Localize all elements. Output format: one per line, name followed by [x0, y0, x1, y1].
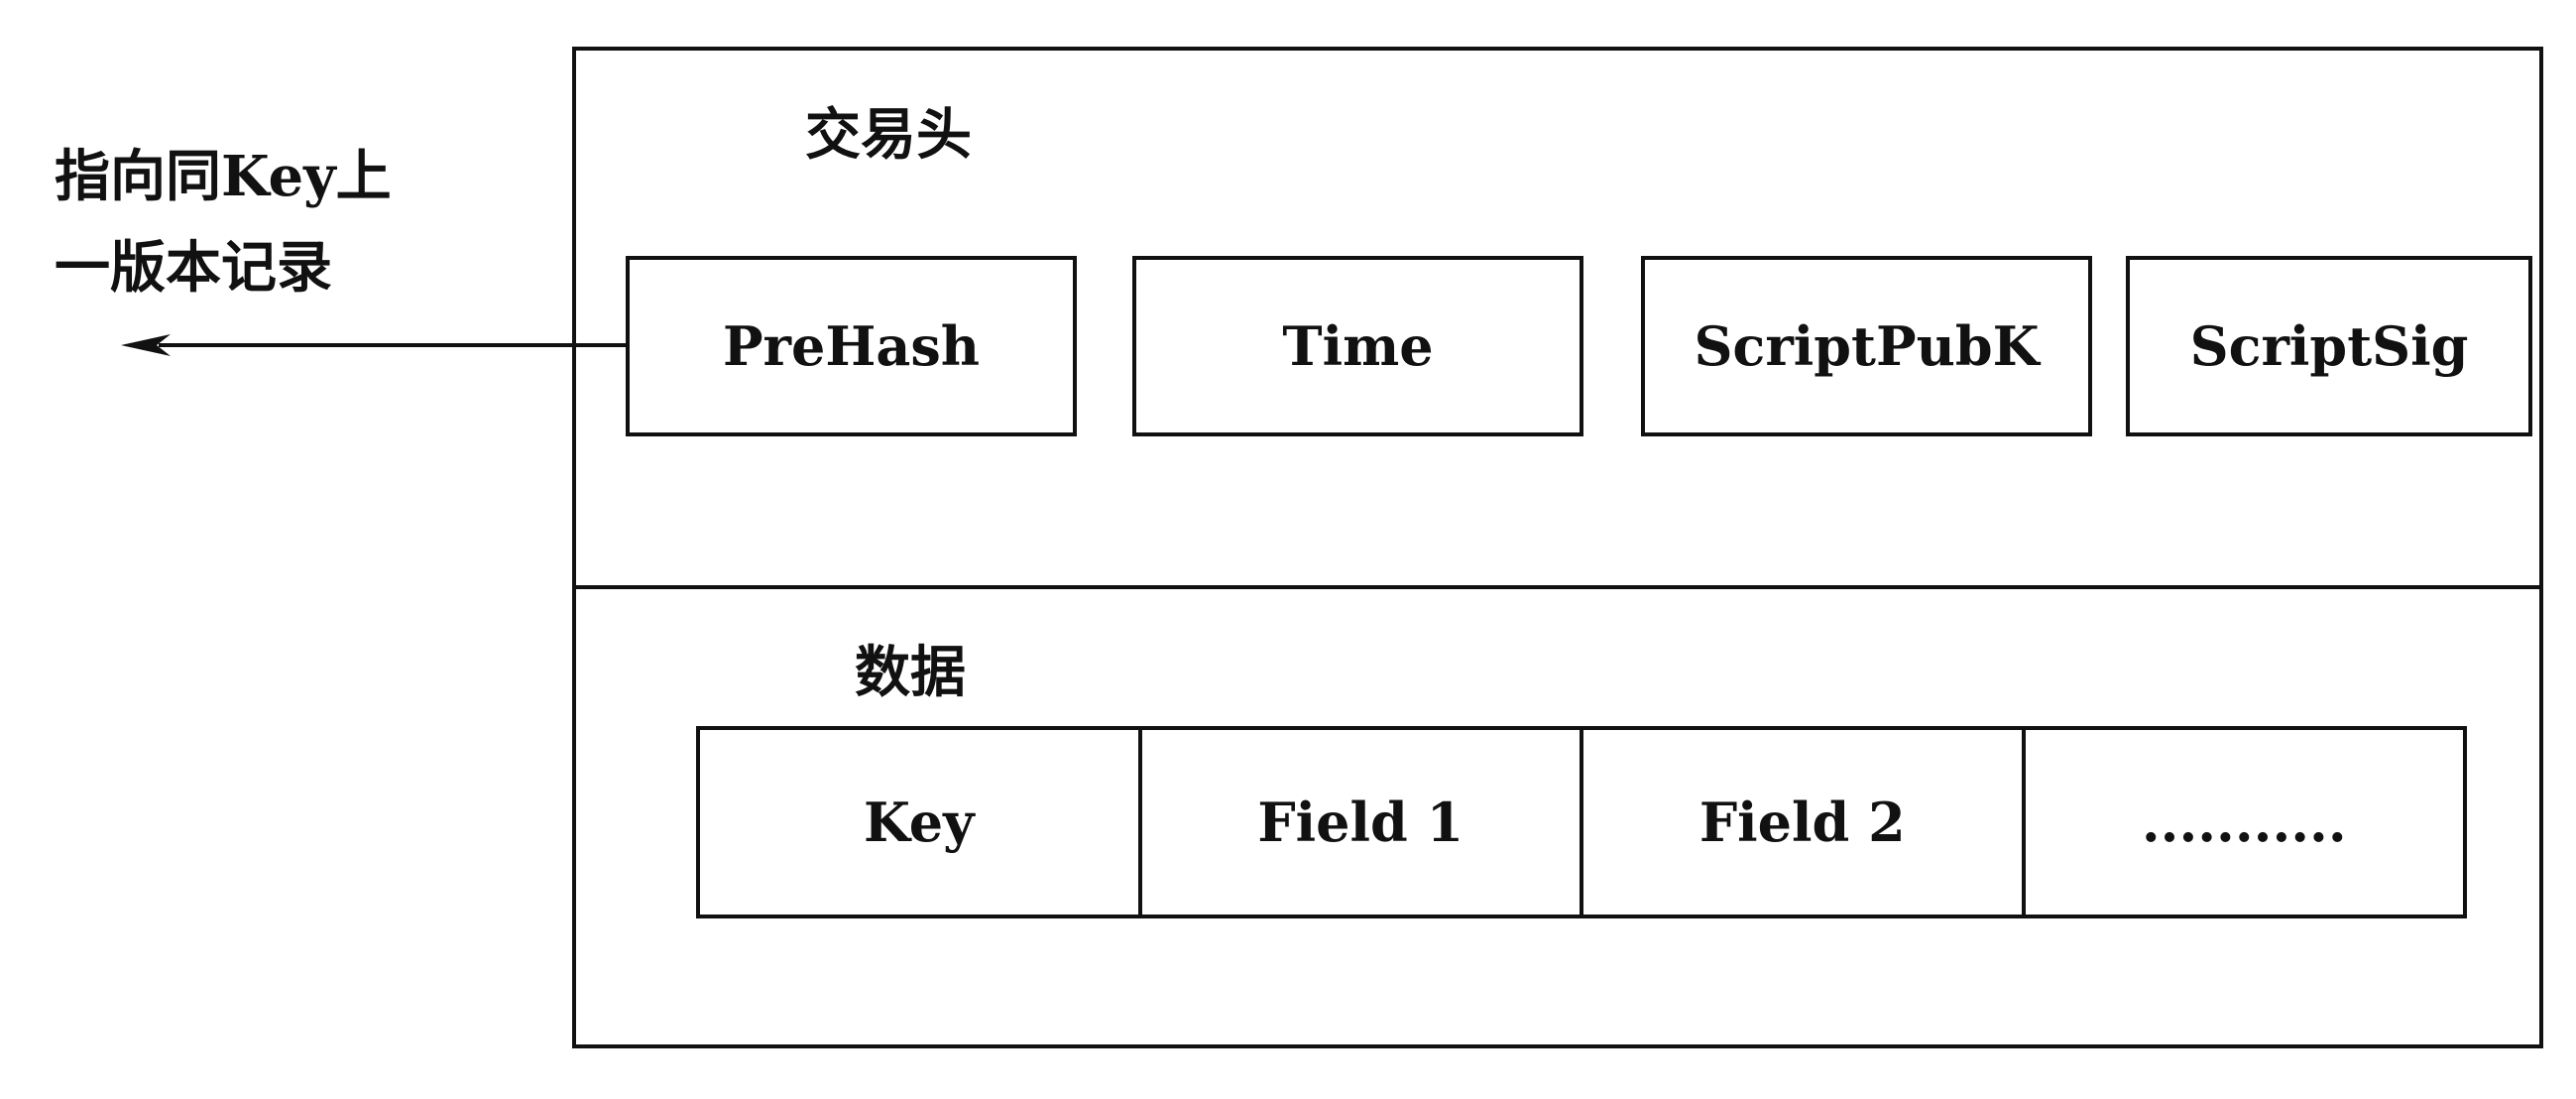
header-section-title: 交易头 — [805, 102, 972, 168]
pointer-label-line2: 一版本记录 — [55, 235, 332, 301]
data-field-ellipsis: ........... — [2021, 730, 2464, 915]
header-field-scriptpubk: ScriptPubK — [1641, 256, 2092, 436]
header-field-time: Time — [1132, 256, 1583, 436]
data-fields-row: Key Field 1 Field 2 ........... — [696, 726, 2467, 918]
record-container — [572, 47, 2543, 1048]
pointer-label-line1: 指向同Key上 — [55, 144, 392, 209]
data-field-2: Field 2 — [1580, 730, 2022, 915]
pointer-arrowhead-icon — [121, 334, 171, 356]
section-divider — [572, 585, 2543, 589]
pointer-label: 指向同Key上 一版本记录 — [55, 131, 431, 313]
data-field-key: Key — [864, 791, 975, 854]
data-section-title: 数据 — [855, 640, 966, 705]
header-field-prehash: PreHash — [626, 256, 1077, 436]
data-field-1: Field 1 — [1137, 730, 1581, 915]
header-field-scriptsig: ScriptSig — [2126, 256, 2532, 436]
